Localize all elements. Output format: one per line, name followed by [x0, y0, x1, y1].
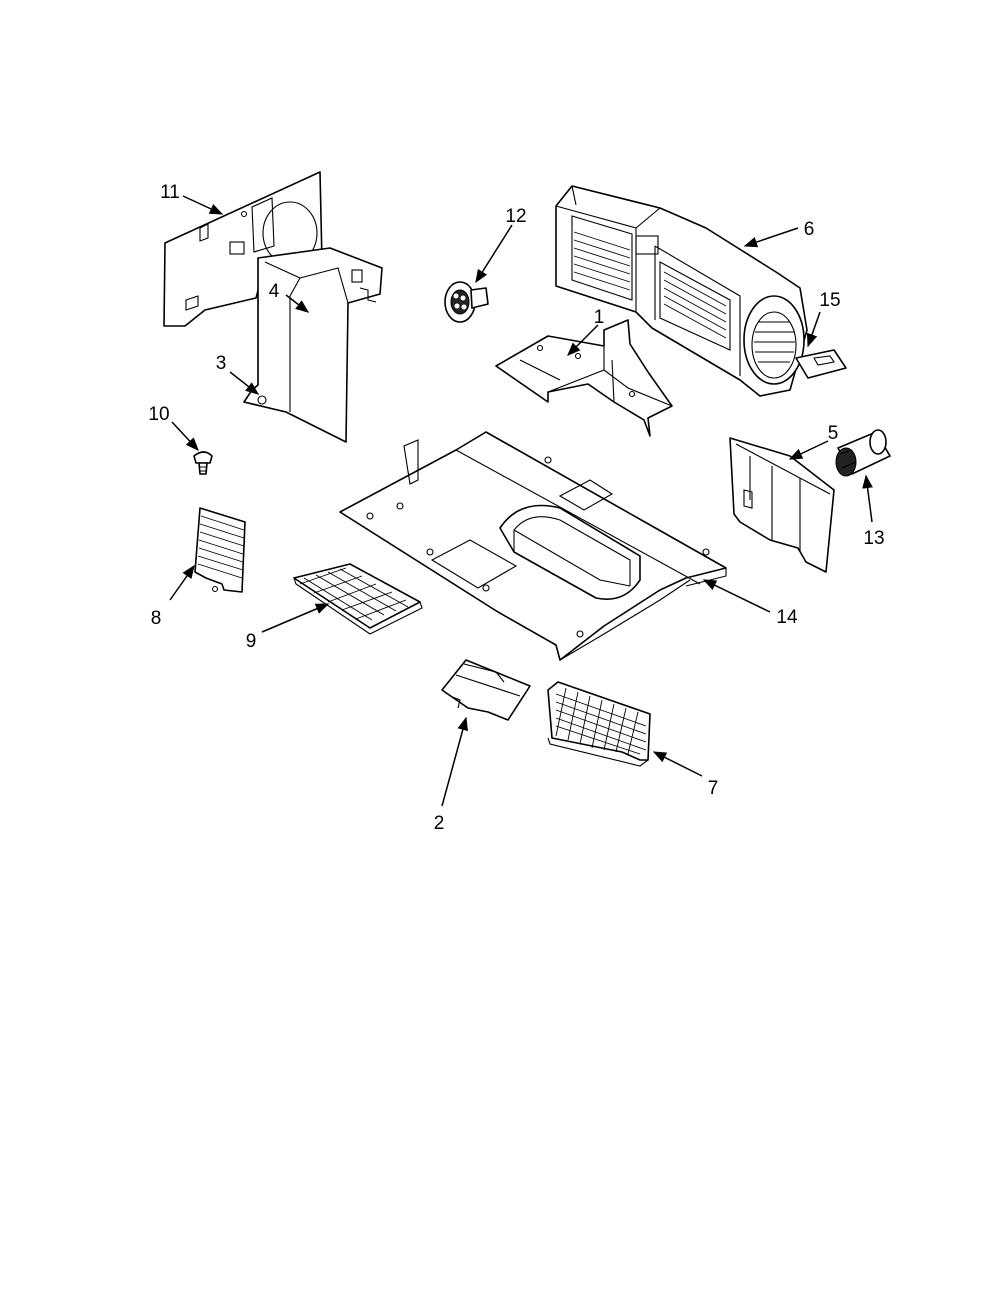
callout-1: 1 [594, 307, 605, 328]
callout-2: 2 [434, 813, 445, 834]
callout-14: 14 [776, 607, 798, 628]
part-1-air-guide [495, 319, 673, 437]
part-10-screw [193, 451, 213, 475]
callout-10: 10 [148, 404, 169, 425]
callout-11: 11 [160, 182, 180, 203]
part-2-cover [441, 659, 531, 721]
callout-labels: 11 12 6 4 15 1 3 10 5 13 8 9 14 2 7 [148, 182, 884, 834]
part-3-duct [243, 247, 383, 443]
callout-13: 13 [863, 528, 884, 549]
callout-7: 7 [708, 778, 719, 799]
callout-9: 9 [246, 631, 257, 652]
part-8-louver-grille [194, 507, 246, 593]
callout-3: 3 [216, 353, 227, 374]
callout-4: 4 [269, 281, 280, 302]
callout-8: 8 [151, 608, 162, 629]
part-5-shield [729, 437, 835, 573]
part-13-capacitor [835, 429, 891, 477]
leader-lines [169, 195, 873, 807]
part-7-grille [547, 681, 651, 767]
part-15-clip [795, 349, 847, 379]
callout-15: 15 [819, 290, 840, 311]
callout-12: 12 [505, 206, 526, 227]
part-14-base-plate [339, 431, 727, 661]
callout-5: 5 [828, 423, 839, 444]
part-12-motor [444, 281, 489, 323]
callout-6: 6 [804, 219, 815, 240]
part-9-grease-filter [293, 563, 423, 635]
